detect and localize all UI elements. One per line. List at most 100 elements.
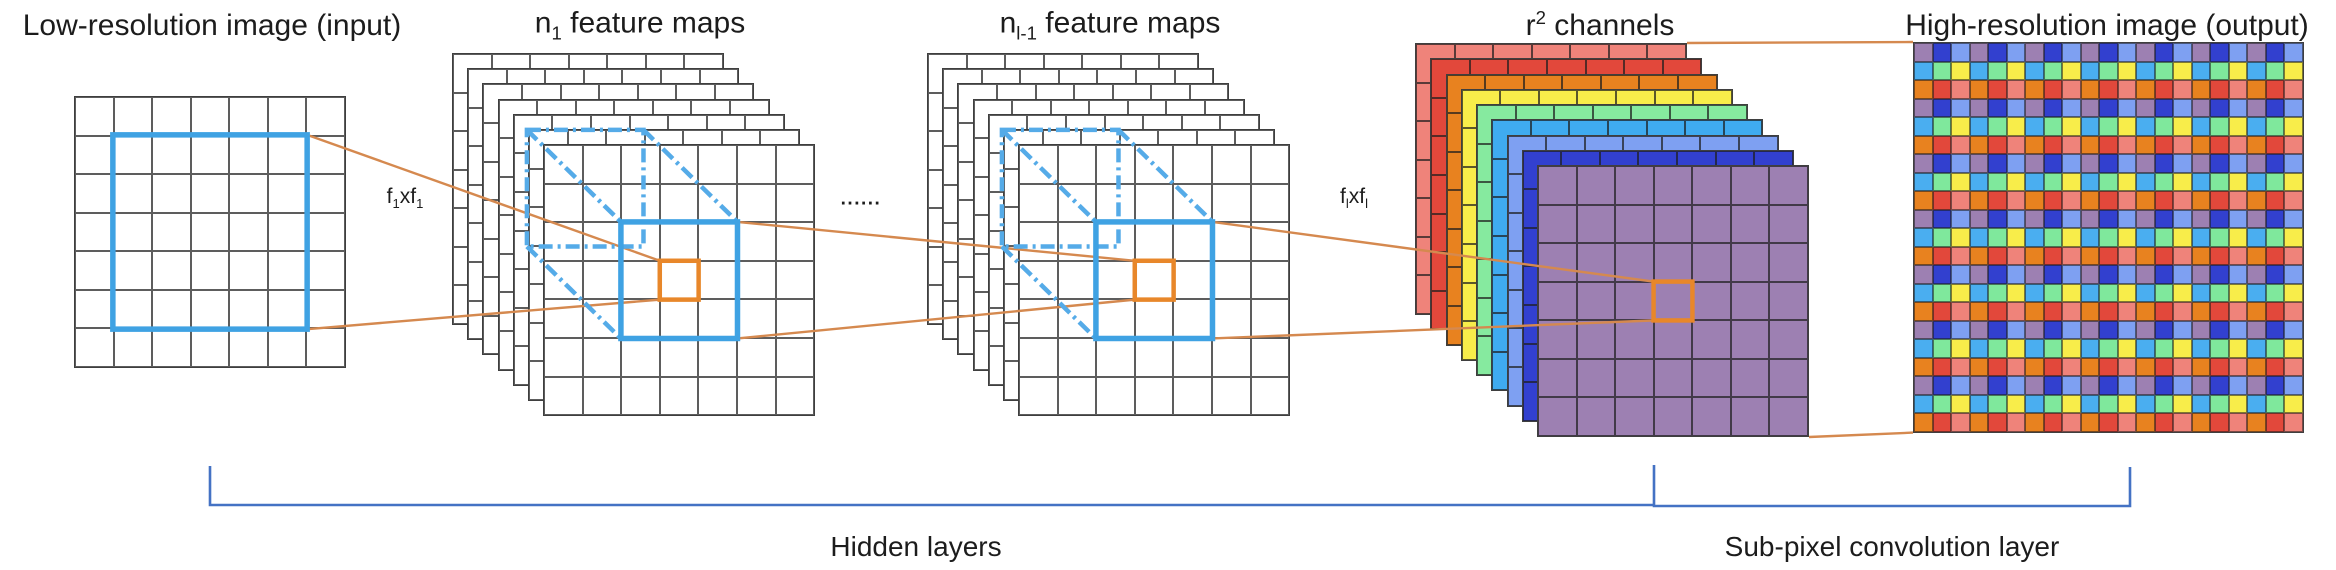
- grid-cell: [1538, 243, 1577, 282]
- grid-cell: [1096, 260, 1135, 300]
- pixel-cell: [1932, 339, 1951, 358]
- pixel-cell: [2006, 80, 2026, 99]
- grid-cell: [1692, 204, 1731, 244]
- pixel-cell: [2173, 283, 2192, 303]
- pixel-cell: [2043, 320, 2063, 340]
- pixel-cell: [1969, 154, 1989, 173]
- pixel-cell: [2154, 61, 2174, 80]
- pixel-cell: [2043, 80, 2063, 99]
- pixel-cell: [2117, 413, 2137, 432]
- pixel-cell: [1914, 80, 1933, 99]
- pixel-cell: [2173, 228, 2192, 247]
- pixel-cell: [2025, 302, 2044, 321]
- pixel-cell: [1951, 135, 1970, 155]
- pixel-cell: [2284, 376, 2303, 395]
- nl1-subscript: l-1: [1016, 22, 1037, 44]
- pixel-cell: [2062, 209, 2081, 229]
- pixel-cell: [1969, 135, 1989, 155]
- grid-cell: [1134, 299, 1174, 339]
- pixel-cell: [1932, 357, 1951, 377]
- pixel-cell: [1951, 394, 1970, 414]
- pixel-cell: [2043, 43, 2063, 62]
- pixel-cell: [2154, 394, 2174, 414]
- pixel-cell: [1951, 339, 1970, 358]
- pixel-cell: [2136, 61, 2155, 80]
- pixel-cell: [2136, 413, 2155, 432]
- grid-cell: [1173, 183, 1213, 223]
- grid-cell: [1538, 397, 1577, 436]
- pixel-cell: [2006, 339, 2026, 358]
- nl1-rest: feature maps: [1036, 6, 1221, 40]
- pixel-cell: [1914, 394, 1933, 414]
- pixel-cell: [2117, 135, 2137, 155]
- pixel-cell: [2228, 320, 2248, 340]
- pixel-cell: [1988, 339, 2007, 358]
- pixel-cell: [1914, 117, 1933, 136]
- pixel-cell: [2247, 117, 2266, 136]
- pixel-cell: [2043, 228, 2063, 247]
- pixel-cell: [2025, 172, 2044, 192]
- pixel-cell: [2117, 43, 2137, 62]
- nl1-base: n: [999, 6, 1017, 40]
- pixel-cell: [2284, 394, 2303, 414]
- pixel-cell: [2043, 246, 2063, 266]
- pixel-cell: [2117, 246, 2137, 266]
- pixel-cell: [1988, 413, 2007, 432]
- pixel-cell: [2025, 283, 2044, 303]
- pixel-cell: [2228, 265, 2248, 284]
- grid-cell: [229, 289, 268, 329]
- grid-cell: [75, 135, 114, 175]
- pixel-cell: [1914, 376, 1933, 395]
- grid-cell: [1019, 299, 1058, 339]
- grid-cell: [1769, 243, 1808, 282]
- grid-cell: [659, 183, 699, 223]
- pixel-cell: [2154, 246, 2174, 266]
- pixel-cell: [2191, 61, 2211, 80]
- pixel-cell: [2228, 357, 2248, 377]
- pixel-cell: [2210, 320, 2229, 340]
- pixel-cell: [1932, 154, 1951, 173]
- pixel-cell: [2265, 98, 2285, 118]
- grid-cell: [737, 376, 776, 416]
- grid-cell: [1173, 260, 1213, 300]
- pixel-cell: [1969, 376, 1989, 395]
- pixel-cell: [2247, 228, 2266, 247]
- pixel-cell: [2025, 265, 2044, 284]
- low-res-input-grid: [74, 96, 346, 368]
- pixel-cell: [2136, 191, 2155, 210]
- feature-map-sheet: [543, 144, 816, 417]
- pixel-cell: [2265, 80, 2285, 99]
- grid-cell: [1576, 397, 1616, 436]
- pixel-cell: [2006, 413, 2026, 432]
- pixel-cell: [2099, 135, 2118, 155]
- pixel-cell: [1951, 283, 1970, 303]
- pixel-cell: [1914, 283, 1933, 303]
- pixel-cell: [2154, 339, 2174, 358]
- grid-cell: [1730, 166, 1770, 205]
- pixel-cell: [1988, 394, 2007, 414]
- pixel-cell: [2247, 154, 2266, 173]
- pixel-cell: [2191, 209, 2211, 229]
- pixel-cell: [2062, 191, 2081, 210]
- grid-cell: [267, 251, 307, 290]
- pixel-cell: [2154, 135, 2174, 155]
- grid-cell: [1134, 222, 1174, 261]
- pixel-cell: [2210, 80, 2229, 99]
- grid-cell: [1212, 376, 1251, 416]
- pixel-cell: [2228, 283, 2248, 303]
- pixel-cell: [2284, 80, 2303, 99]
- pixel-cell: [2210, 376, 2229, 395]
- pixel-cell: [2006, 357, 2026, 377]
- grid-cell: [621, 260, 660, 300]
- pixel-cell: [2025, 80, 2044, 99]
- grid-cell: [775, 183, 815, 223]
- grid-cell: [152, 289, 191, 329]
- pixel-cell: [2062, 98, 2081, 118]
- pixel-cell: [1988, 172, 2007, 192]
- pixel-cell: [2284, 209, 2303, 229]
- pixel-cell: [2117, 154, 2137, 173]
- pixel-cell: [2284, 302, 2303, 321]
- grid-cell: [544, 376, 583, 416]
- grid-cell: [113, 97, 153, 136]
- grid-cell: [1576, 243, 1616, 282]
